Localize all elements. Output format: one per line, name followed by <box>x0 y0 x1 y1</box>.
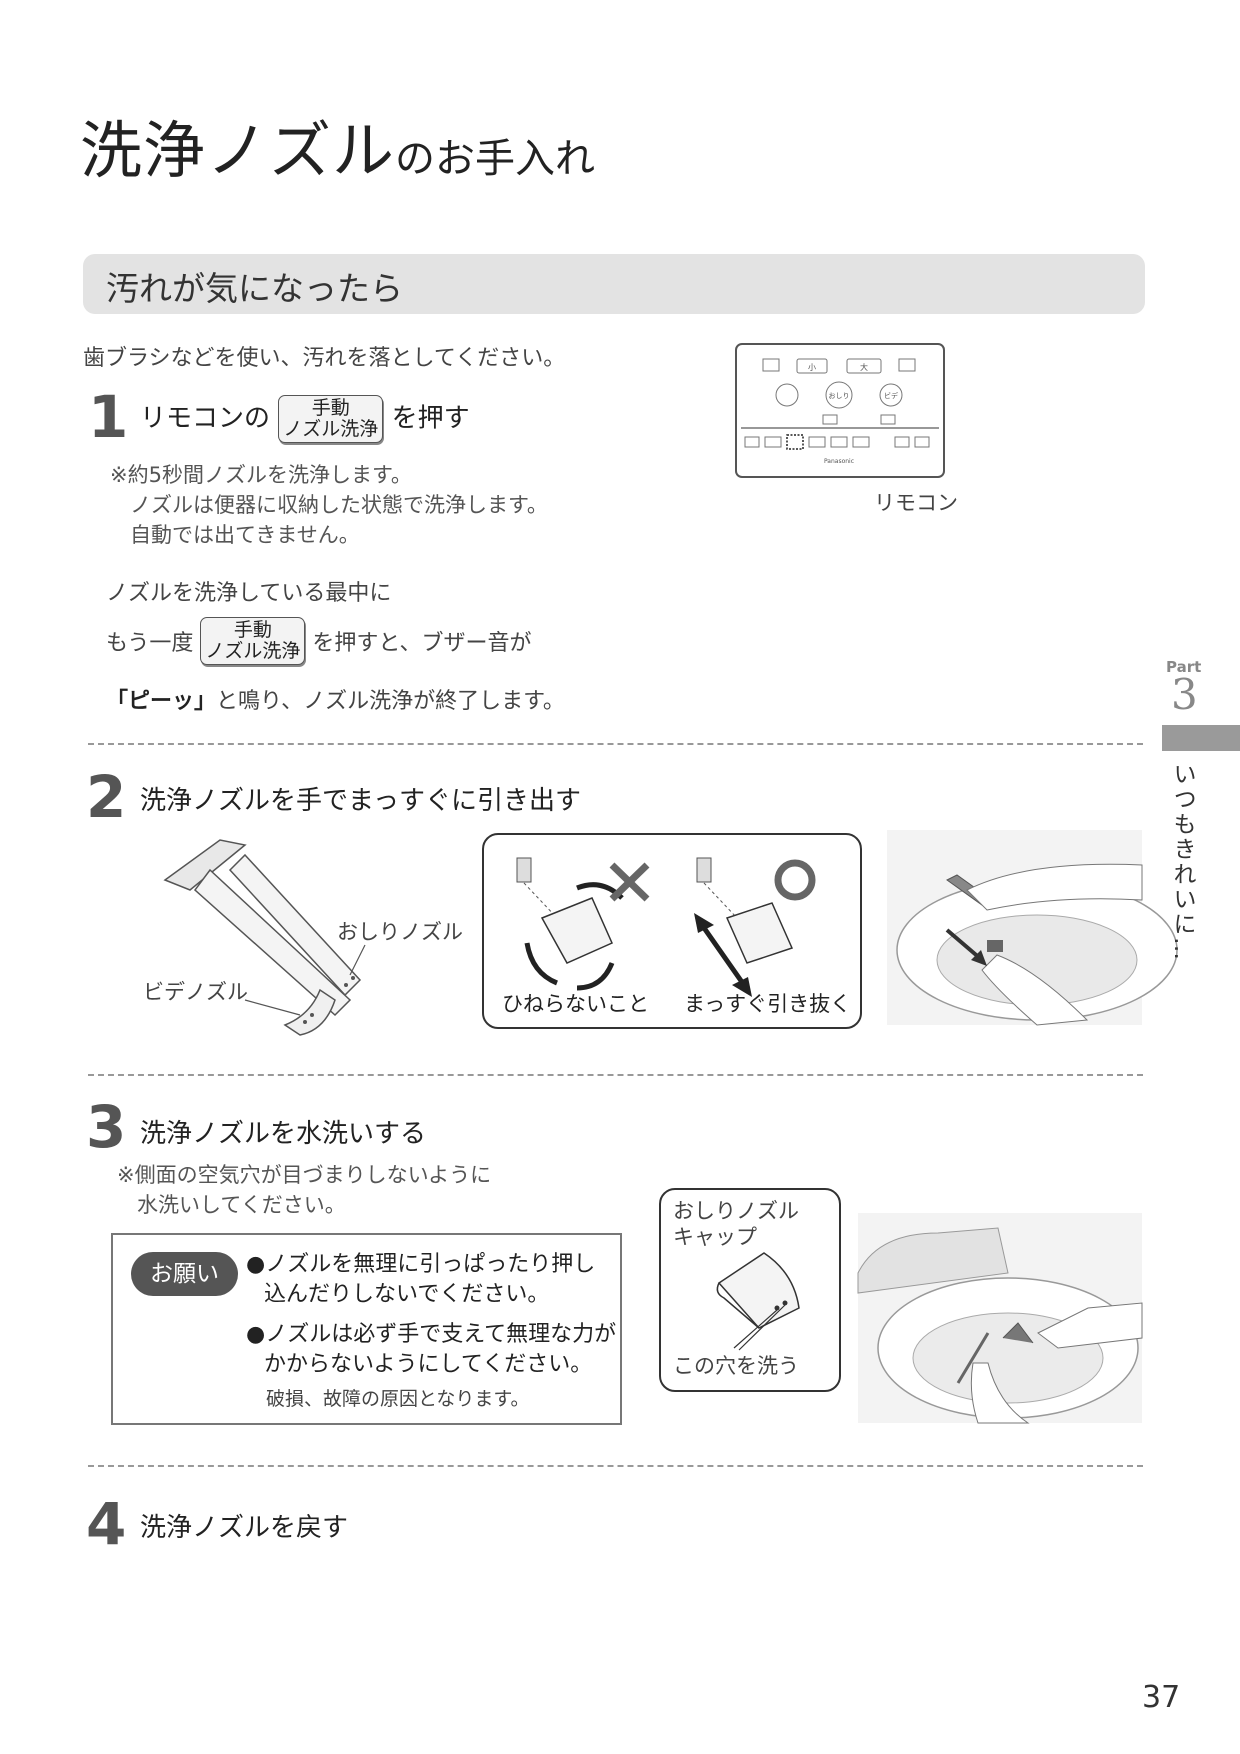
para3-rest: と鳴り、ノズル洗浄が終了します。 <box>216 689 565 714</box>
nozzle-cap-illustration <box>716 1252 800 1351</box>
section-title: 汚れが気になったら <box>106 269 403 308</box>
step2-number: 2 <box>86 763 127 831</box>
label-oshiri-nozzle: おしりノズル <box>337 920 463 944</box>
manual-nozzle-wash-button: 手動 ノズル洗浄 <box>278 395 384 443</box>
part-label: Part <box>1166 658 1202 676</box>
divider <box>88 1074 1143 1076</box>
title-main: 洗浄ノズル <box>80 114 396 187</box>
step1-text-after: を押す <box>391 403 470 434</box>
note-line: 自動では出てきません。 <box>130 523 360 547</box>
pull-nozzle-photo-illustration <box>887 830 1178 1026</box>
para2-before: もう一度 <box>106 631 194 656</box>
remote-small-label: 小 <box>808 363 816 372</box>
label-wash-hole: この穴を洗う <box>673 1354 799 1378</box>
cap-line2: キャップ <box>673 1225 757 1249</box>
label-pull-straight: まっすぐ引き抜く <box>684 992 852 1016</box>
button-line2: ノズル洗浄 <box>205 640 301 662</box>
note-line: ※側面の空気穴が目づまりしないように <box>117 1163 492 1187</box>
remote-brand: Panasonic <box>824 458 854 465</box>
page-title: 洗浄ノズルのお手入れ <box>80 100 595 190</box>
remote-control-illustration: 小 大 おしり ビデ Panasonic <box>735 343 945 478</box>
divider <box>88 743 1143 745</box>
side-tab-bar <box>1162 725 1240 751</box>
title-sub: のお手入れ <box>395 136 596 182</box>
twist-warning-illustration <box>516 857 816 997</box>
note-line: ノズルは便器に収納した状態で洗浄します。 <box>130 493 548 517</box>
request-line: かからないようにしてください。 <box>264 1352 593 1377</box>
request-item-2: ●ノズルは必ず手で支えて無理な力が かからないようにしてください。 <box>246 1320 616 1380</box>
note-line: ※約5秒間ノズルを洗浄します。 <box>110 463 412 487</box>
request-badge: お願い <box>131 1252 238 1296</box>
step4-number: 4 <box>86 1490 127 1558</box>
step1-text-before: リモコンの <box>140 403 271 434</box>
step3-notes: ※側面の空気穴が目づまりしないように 水洗いしてください。 <box>117 1160 491 1220</box>
remote-bidet-label: ビデ <box>884 391 898 400</box>
intro-text: 歯ブラシなどを使い、汚れを落としてください。 <box>83 346 566 371</box>
button-line1: 手動 <box>233 619 272 641</box>
wash-nozzle-photo-illustration <box>857 1213 1143 1424</box>
note-line: 水洗いしてください。 <box>137 1193 346 1217</box>
nozzle-cap-box <box>659 1188 841 1392</box>
twist-warning-box <box>482 833 862 1029</box>
divider <box>88 1465 1143 1467</box>
step1-line: リモコンの 手動 ノズル洗浄 を押す <box>140 395 470 443</box>
request-line: ●ノズルは必ず手で支えて無理な力が <box>246 1322 617 1347</box>
para2-after: を押すと、ブザー音が <box>312 631 532 656</box>
step1-notes: ※約5秒間ノズルを洗浄します。 ノズルは便器に収納した状態で洗浄します。 自動で… <box>110 460 548 550</box>
request-box <box>111 1233 622 1425</box>
request-item-1: ●ノズルを無理に引っぱったり押し 込んだりしないでください。 <box>246 1250 595 1310</box>
cap-line1: おしりノズル <box>673 1199 799 1223</box>
section-bar <box>83 254 1145 314</box>
button-line1: 手動 <box>311 397 350 419</box>
step3-number: 3 <box>86 1093 127 1161</box>
step3-text: 洗浄ノズルを水洗いする <box>140 1119 427 1149</box>
label-bidet-nozzle: ビデノズル <box>143 980 248 1004</box>
button-line2: ノズル洗浄 <box>283 418 379 440</box>
label-no-twist: ひねらないこと <box>502 992 649 1016</box>
step1-para3: 「ピーッ」と鳴り、ノズル洗浄が終了します。 <box>106 683 565 715</box>
request-note: 破損、故障の原因となります。 <box>266 1388 530 1410</box>
nozzle-illustration <box>163 839 366 1036</box>
beep-text: 「ピーッ」 <box>106 689 217 714</box>
manual-nozzle-wash-button-2: 手動 ノズル洗浄 <box>200 617 306 665</box>
page-number: 37 <box>1142 1680 1181 1715</box>
request-line: 込んだりしないでください。 <box>264 1282 550 1307</box>
remote-oshiri-label: おしり <box>829 392 850 400</box>
remote-caption: リモコン <box>874 491 958 515</box>
label-cap: おしりノズル キャップ <box>673 1198 799 1250</box>
step2-text: 洗浄ノズルを手でまっすぐに引き出す <box>140 786 581 816</box>
request-line: ●ノズルを無理に引っぱったり押し <box>246 1252 596 1277</box>
step1-para2: もう一度 手動 ノズル洗浄 を押すと、ブザー音が <box>106 617 531 665</box>
step1-para1: ノズルを洗浄している最中に <box>106 581 392 606</box>
step1-number: 1 <box>88 383 129 451</box>
step4-text: 洗浄ノズルを戻す <box>140 1513 349 1543</box>
side-tab-text: いつもきれいに… <box>1169 762 1195 962</box>
part-number: 3 <box>1171 670 1198 719</box>
remote-large-label: 大 <box>860 362 868 372</box>
